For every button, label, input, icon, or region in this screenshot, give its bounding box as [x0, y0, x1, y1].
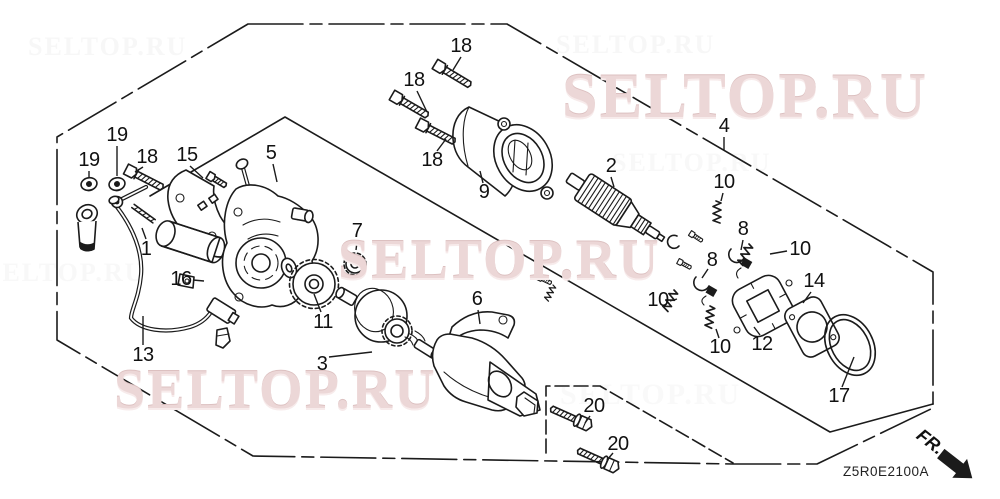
- part-clutch-3-drawing: [335, 286, 439, 360]
- snap-ring: [666, 234, 680, 250]
- screw-tiny-b: [687, 230, 705, 244]
- part-armature-2-drawing: [565, 172, 666, 243]
- leader-line-17: [841, 356, 855, 388]
- callout-leader-lines: [88, 56, 855, 461]
- part-gear-11-drawing: [288, 258, 340, 310]
- assembly-group-line: [149, 116, 934, 433]
- leader-line-10: [715, 328, 720, 339]
- leader-line-11: [313, 293, 322, 313]
- part-oring-17-drawing: [823, 313, 877, 377]
- leader-line-10: [669, 298, 678, 302]
- leader-line-2: [610, 176, 615, 188]
- leader-line-10: [720, 192, 724, 202]
- bolt-18-top-3: [414, 117, 459, 148]
- bolt-20-a: [547, 401, 596, 434]
- diagram-code: Z5R0E2100A: [843, 464, 930, 479]
- leader-line-12: [753, 326, 761, 336]
- part-gear-7-drawing: [343, 252, 367, 276]
- washer-19-b: [107, 175, 128, 194]
- small-washer: [108, 195, 120, 205]
- brush-8-upper-drawing: [728, 248, 753, 279]
- leader-line-7: [355, 241, 358, 251]
- bolt-18-top-1: [431, 58, 475, 91]
- part-cable-13-drawing: [75, 184, 240, 349]
- part-brush-holder-12-drawing: [731, 274, 795, 338]
- part-bracket-6-drawing: [431, 310, 541, 417]
- leader-line-18: [416, 90, 428, 113]
- screw-tiny-c: [676, 257, 693, 271]
- mount-bolt-box: [545, 385, 734, 464]
- spring-10-bottom: [703, 304, 716, 330]
- leader-line-16: [192, 279, 205, 282]
- leader-line-9: [479, 170, 484, 184]
- leader-line-8: [740, 239, 744, 251]
- terminal-stud: [131, 203, 157, 224]
- leader-line-6: [477, 309, 481, 325]
- leader-line-15: [189, 165, 204, 179]
- leader-line-18: [134, 166, 144, 173]
- leader-line-14: [802, 291, 812, 304]
- leader-line-20: [584, 415, 591, 424]
- leader-line-10: [769, 250, 788, 255]
- leader-line-20: [606, 452, 614, 461]
- leader-line-18: [436, 138, 447, 152]
- brush-8-lower-drawing: [693, 276, 718, 306]
- screw-tiny-a: [536, 273, 554, 287]
- diagram-border: [56, 23, 934, 465]
- leader-line-5: [272, 163, 278, 183]
- leader-line-18: [452, 56, 462, 71]
- spring-small: [543, 283, 558, 303]
- leader-line-3: [328, 351, 373, 358]
- leader-line-8: [701, 268, 709, 279]
- washer-19-a: [79, 175, 100, 194]
- part-housing-9-drawing: [452, 106, 554, 200]
- spring-10-top: [712, 200, 722, 224]
- bolt-20-b: [574, 443, 623, 476]
- leader-line-1: [141, 227, 147, 240]
